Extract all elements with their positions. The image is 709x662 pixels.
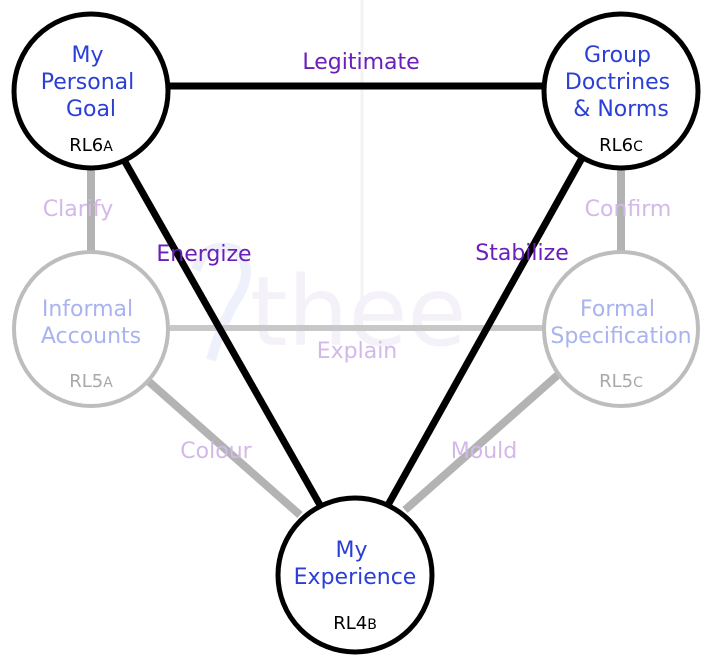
node-personal-goal-code: RL6 (69, 135, 103, 156)
node-experience-code-sub: B (367, 617, 377, 633)
node-experience: My Experience RL4B (275, 495, 435, 655)
edge-label-explain: Explain (317, 339, 398, 364)
node-group-doctrines-code: RL6 (599, 135, 633, 156)
node-informal-accounts-title-line-1: Informal (42, 297, 133, 322)
svg-text:thee: thee (250, 256, 467, 368)
node-informal-accounts-code-sub: A (103, 375, 113, 391)
thee-logo-watermark-icon: thee (191, 0, 467, 368)
node-group-doctrines-title-line-1: Group (584, 43, 651, 68)
edge-mould-line (402, 370, 563, 513)
node-formal-specification-title-line-2: Specification (550, 324, 691, 349)
edge-label-stabilize: Stabilize (475, 241, 568, 266)
node-group-doctrines-code-sub: C (633, 139, 643, 155)
node-informal-accounts-code: RL5 (69, 371, 103, 392)
edge-label-clarify: Clarify (43, 197, 114, 222)
svg-text:RL5C: RL5C (599, 371, 643, 392)
node-group-doctrines-title-line-2: Doctrines (565, 70, 670, 95)
svg-text:RL6A: RL6A (69, 135, 113, 156)
node-personal-goal-title-line-2: Personal (41, 70, 135, 95)
edge-colour-line (144, 377, 303, 518)
svg-text:My Experience: My Experience (294, 538, 417, 590)
svg-text:RL4B: RL4B (333, 613, 377, 634)
edge-label-mould: Mould (451, 439, 517, 464)
edge-energize-line (120, 158, 324, 507)
node-personal-goal-code-sub: A (103, 139, 113, 155)
node-personal-goal: My Personal Goal RL6A (11, 11, 171, 171)
edge-label-colour: Colour (180, 439, 252, 464)
node-personal-goal-title-line-3: Goal (66, 97, 116, 122)
svg-text:RL6C: RL6C (599, 135, 643, 156)
node-informal-accounts: Informal Accounts RL5A (12, 250, 170, 408)
node-informal-accounts-title-line-2: Accounts (41, 324, 141, 349)
node-experience-title-line-2: Experience (294, 565, 417, 590)
edge-label-energize: Energize (156, 242, 251, 267)
svg-text:Formal Specification: Formal Specification (550, 297, 691, 349)
node-experience-title-line-1: My (335, 538, 367, 563)
node-formal-specification-code-sub: C (633, 375, 643, 391)
node-experience-code: RL4 (333, 613, 367, 634)
node-formal-specification: Formal Specification RL5C (542, 250, 700, 408)
svg-text:RL5A: RL5A (69, 371, 113, 392)
svg-text:My Personal Goal: My Personal Goal (41, 43, 142, 122)
node-formal-specification-code: RL5 (599, 371, 633, 392)
edge-label-legitimate: Legitimate (302, 50, 419, 75)
node-personal-goal-title-line-1: My (71, 43, 103, 68)
node-group-doctrines-title-line-3: & Norms (573, 97, 669, 122)
edge-stabilize-line (384, 156, 586, 507)
edge-label-confirm: Confirm (585, 197, 672, 222)
svg-text:Group Doctrines &: Group Doctrines & Norms (565, 43, 677, 122)
node-formal-specification-title-line-1: Formal (580, 297, 655, 322)
node-group-doctrines: Group Doctrines & Norms RL6C (541, 11, 701, 171)
svg-text:Informal Accounts: Informal Accounts (41, 297, 141, 349)
